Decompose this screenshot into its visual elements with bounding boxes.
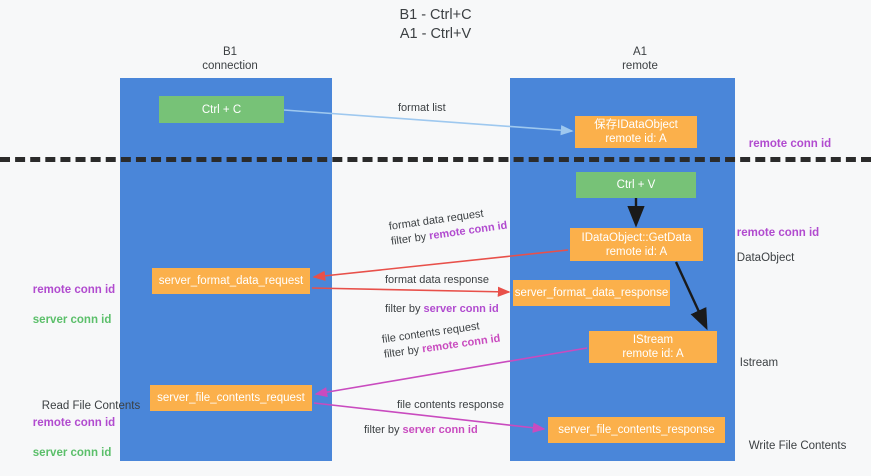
node-save-idataobject-subtitle: remote id: A bbox=[605, 133, 667, 145]
note-left-read-file-contents-text: Read File Contents bbox=[41, 400, 141, 412]
note-right-dataobject-text: DataObject bbox=[736, 252, 795, 264]
filter-key-server-conn-id-2: server conn id bbox=[402, 424, 478, 436]
node-server-file-contents-request-label: server_file_contents_request bbox=[157, 392, 305, 404]
edge-label-format-data-response-filter: filter by server conn id bbox=[385, 302, 499, 317]
edge-label-file-contents-response: file contents response filter by server … bbox=[364, 398, 505, 438]
note-left-read-file-contents: Read File Contents bbox=[29, 384, 140, 429]
node-ctrl-c[interactable]: Ctrl + C bbox=[159, 96, 284, 123]
filter-prefix-3: filter by bbox=[383, 343, 424, 361]
note-right-write-file-contents: Write File Contents bbox=[736, 424, 847, 469]
node-server-file-contents-request[interactable]: server_file_contents_request bbox=[150, 385, 312, 411]
edge-label-format-data-response-title: format data response bbox=[385, 274, 489, 286]
node-istream-subtitle: remote id: A bbox=[622, 348, 684, 360]
node-server-format-data-response-label: server_format_data_response bbox=[514, 287, 669, 299]
edge-label-file-contents-request: file contents request filter by remote c… bbox=[381, 317, 501, 363]
phase-separator bbox=[0, 157, 871, 162]
node-server-format-data-request[interactable]: server_format_data_request bbox=[152, 268, 310, 294]
node-idataobject-getdata-subtitle: remote id: A bbox=[605, 245, 668, 258]
note-right-remote-conn-id-1: remote conn id bbox=[736, 122, 831, 167]
node-istream-label: IStream bbox=[632, 334, 674, 346]
note-right-write-file-contents-text: Write File Contents bbox=[748, 440, 847, 452]
edge-label-format-data-response: format data response filter by server co… bbox=[385, 273, 499, 317]
note-left-remote-conn-id-2: remote conn id bbox=[32, 417, 116, 429]
edge-label-format-data-request: format data request filter by remote con… bbox=[388, 204, 508, 250]
note-right-dataobject: DataObject bbox=[724, 236, 795, 281]
note-right-remote-conn-id-2-text: remote conn id bbox=[736, 227, 820, 239]
node-server-file-contents-response-label: server_file_contents_response bbox=[558, 424, 715, 436]
filter-prefix-2: filter by bbox=[385, 303, 424, 315]
edge-label-file-contents-response-filter: filter by server conn id bbox=[364, 423, 504, 438]
node-istream[interactable]: IStream remote id: A bbox=[589, 331, 717, 363]
note-right-remote-conn-id-2: remote conn id bbox=[724, 211, 819, 256]
edge-label-format-list-text: format list bbox=[398, 102, 446, 114]
node-idataobject-getdata-label: IDataObject::GetData bbox=[581, 231, 692, 244]
node-ctrl-v[interactable]: Ctrl + V bbox=[576, 172, 696, 198]
note-left-server-conn-id-1: server conn id bbox=[32, 314, 112, 326]
node-server-format-data-request-label: server_format_data_request bbox=[158, 275, 304, 287]
note-left-remote-conn-id-1: remote conn id bbox=[32, 284, 116, 296]
node-server-format-data-response[interactable]: server_format_data_response bbox=[513, 280, 670, 306]
note-right-istream: Istream bbox=[727, 341, 778, 386]
filter-prefix-4: filter by bbox=[364, 424, 403, 436]
note-left-conn-ids-1: remote conn id server conn id bbox=[20, 268, 115, 343]
node-ctrl-v-label: Ctrl + V bbox=[616, 179, 656, 191]
node-server-file-contents-response[interactable]: server_file_contents_response bbox=[548, 417, 725, 443]
note-right-remote-conn-id-1-text: remote conn id bbox=[748, 138, 832, 150]
node-idataobject-getdata[interactable]: IDataObject::GetData remote id: A bbox=[570, 228, 703, 261]
node-save-idataobject[interactable]: 保存IDataObject remote id: A bbox=[575, 116, 697, 148]
node-save-idataobject-label: 保存IDataObject bbox=[594, 119, 678, 131]
column-header-a1: A1 remote bbox=[622, 46, 658, 72]
edge-label-file-contents-response-title: file contents response bbox=[397, 399, 505, 411]
column-header-b1: B1 connection bbox=[202, 46, 258, 72]
node-ctrl-c-label: Ctrl + C bbox=[201, 103, 242, 116]
note-left-server-conn-id-2: server conn id bbox=[32, 447, 112, 459]
filter-prefix: filter by bbox=[390, 230, 431, 248]
note-right-istream-text: Istream bbox=[739, 357, 779, 369]
note-left-conn-ids-2: remote conn id server conn id bbox=[20, 401, 115, 476]
page-title: B1 - Ctrl+C A1 - Ctrl+V bbox=[399, 7, 472, 42]
edge-label-format-list: format list bbox=[398, 101, 446, 116]
filter-key-server-conn-id: server conn id bbox=[423, 303, 499, 315]
